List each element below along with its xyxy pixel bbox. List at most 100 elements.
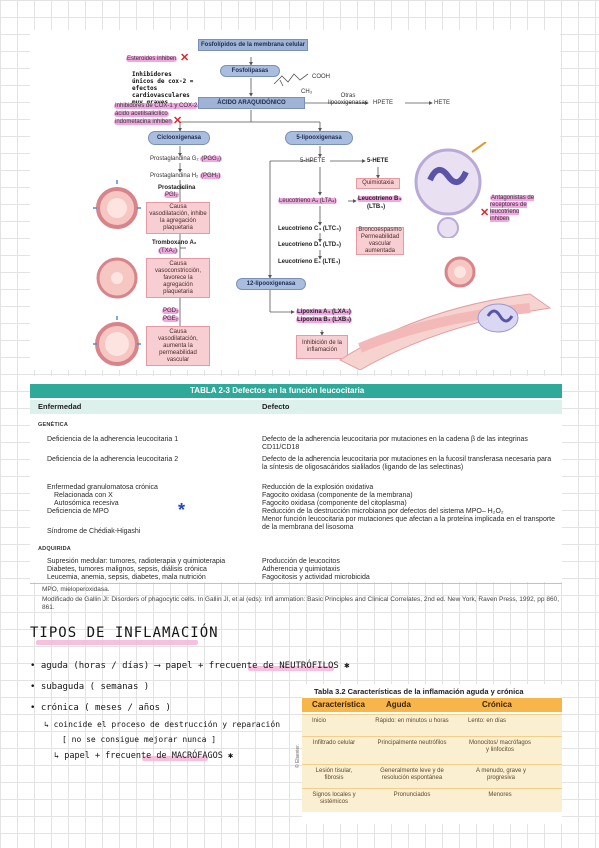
aspirin-label: ácido acetilsalicílico <box>114 111 169 117</box>
table-row: Deficiencia de la adherencia leucocitari… <box>47 436 179 443</box>
table-row: Deficiencia de MPO <box>47 508 109 515</box>
pgg2-label: Prostaglandina G₂ (PGG₂) <box>150 156 223 162</box>
ltc4-label: Leucotrieno C₄ (LTC₄) <box>278 226 341 232</box>
table-row: Autosómica recesiva <box>54 500 119 507</box>
neutrofilos-highlight <box>248 666 334 671</box>
pgd2-label: PGD₂ <box>162 308 180 314</box>
table-2-3-column-header: Enfermedad Defecto <box>30 400 562 414</box>
phospholipases-oval: Fosfolipasas <box>220 65 280 77</box>
hpete-top-label: HPETE <box>373 100 394 106</box>
table-cell: Reducción de la destrucción microbiana p… <box>262 508 504 515</box>
table-cell: Lesión tisular, fibrosis <box>315 768 353 781</box>
ltb4-label: Leucotrieno B₄ <box>357 196 403 202</box>
cyclooxygenase-oval: Ciclooxigenasa <box>148 131 210 145</box>
table-3-2-header: Característica Aguda Crónica <box>302 698 562 712</box>
bronchospasm-box: Broncoespasmo Permeabilidad vascular aum… <box>356 227 404 255</box>
title-highlight <box>36 640 198 645</box>
leukotriene-antagonists-label: Antagonistas de receptores de leucotrien… <box>490 195 535 222</box>
table-cell: Inicio <box>312 718 327 724</box>
5-hete-label: 5-HETE <box>367 158 389 164</box>
table-row: Síndrome de Chédiak-Higashi <box>47 528 141 535</box>
handwritten-title: TIPOS DE INFLAMACIÓN <box>30 625 219 641</box>
steroids-label: Esteroides inhiben <box>126 56 178 62</box>
table-cell: Fagocito oxidasa (componente de la membr… <box>262 492 413 499</box>
inflammation-inhibition-box: Inhibición de la inflamación <box>296 335 348 359</box>
star-icon: * <box>178 500 186 520</box>
platelet-illustration <box>444 256 476 288</box>
table-cell: Fagocitosis y actividad microbicida <box>262 574 370 581</box>
section-adquirida: ADQUIRIDA <box>38 546 71 552</box>
note-chronic-detail: ↳ coincide el proceso de destrucción y r… <box>44 720 281 729</box>
5-hpete-label: 5-HPETE <box>300 158 326 164</box>
note-subacute: • subaguda ( semanas ) <box>30 682 150 692</box>
thromboxane-label: Tromboxano A₂ <box>152 240 197 246</box>
hete-top-label: HETE <box>434 100 451 106</box>
table-cell: Menores <box>488 792 512 798</box>
section-genetica: GENÉTICA <box>38 422 69 428</box>
note-chronic: • crónica ( meses / años ) <box>30 703 171 713</box>
table-cell: Producción de leucocitos <box>262 558 340 565</box>
handwritten-cox2-note: Inhibidores únicos de cox-2 = efectos ca… <box>132 71 194 106</box>
membrane-phospholipids-bar: Fosfolípidos de la membrana celular <box>198 39 308 51</box>
ltd4-label: Leucotrieno D₄ (LTD₄) <box>278 242 341 248</box>
table-2-3-bottom-rule <box>30 583 562 584</box>
table-3-2-inflammation: Tabla 3.2 Características de la inflamac… <box>295 684 562 824</box>
elsevier-copyright: © Elsevier. <box>295 744 301 768</box>
table-cell: Monocitos/ macrófagos y linfocitos <box>468 740 532 753</box>
table-cell: Signos locales y sistémicos <box>312 792 356 805</box>
pgi2-label: PGI₂ <box>164 192 179 198</box>
vasodilation-box-2: Causa vasodilatación, aumenta la permeab… <box>146 326 210 366</box>
ch3-label: CH₃ <box>301 89 313 95</box>
table-cell: Principalmente neutrófilos <box>377 740 447 746</box>
table-2-3-footnote: MPO, mieloperoxidasa. <box>42 586 110 593</box>
table-2-3-leukocyte-defects: TABLA 2-3 Defectos en la función leucoci… <box>30 376 562 582</box>
12-lipoxygenase-oval: 12-lipooxigenasa <box>236 278 306 290</box>
table-cell: Menor función leucocitaria por mutacione… <box>262 516 556 532</box>
table-cell: Defecto de la adherencia leucocitaria po… <box>262 436 528 452</box>
cox-inhibitors-label: Inhibidores de COX-1 y COX-2 <box>114 103 199 109</box>
vessel-illustrations <box>93 180 141 366</box>
column-enfermedad: Enfermedad <box>38 402 82 411</box>
table-row: Inicio Rápido: en minutos u horas Lento:… <box>302 714 562 736</box>
macrofagos-highlight <box>142 756 208 761</box>
prostacyclin-label: Prostaciclina <box>158 185 196 191</box>
lta4-label: Leucotrieno A₄ (LTA₄) <box>278 198 338 204</box>
table-row: Diabetes, tumores malignos, sepsis, diál… <box>47 566 207 573</box>
lte4-label: Leucotrieno E₄ (LTE₄) <box>278 259 341 265</box>
arachidonic-acid-pathway-diagram: Fosfolípidos de la membrana celular Este… <box>30 30 560 370</box>
pge2-label: PGE₂ <box>162 316 179 322</box>
vessel-wall-illustration <box>338 293 552 370</box>
table-2-3-title: TABLA 2-3 Defectos en la función leucoci… <box>30 384 562 398</box>
table-cell: Pronunciados <box>393 792 431 798</box>
cooh-label: COOH <box>312 74 330 80</box>
table-cell: Adherencia y quimiotaxis <box>262 566 340 573</box>
lxb4-label: Lipoxina B₄ (LXB₄) <box>296 317 353 323</box>
table-cell: Defecto de la adherencia leucocitaria po… <box>262 456 552 472</box>
vasoconstriction-box: Causa vasoconstricción, favorece la agre… <box>146 258 210 298</box>
table-cell: Reducción de la explosión oxidativa <box>262 484 374 491</box>
table-2-3-source: Modificado de Gallin JI: Disorders of ph… <box>42 596 559 611</box>
inhibit-x-icon: ✕ <box>480 207 490 219</box>
chemotaxis-box: Quimiotaxia <box>356 178 400 189</box>
table-row: Deficiencia de la adherencia leucocitari… <box>47 456 179 463</box>
table-cell: Generalmente leve y de resolución espont… <box>380 768 444 781</box>
table-row: Relacionada con X <box>54 492 113 499</box>
table-cell: Lento: en días <box>468 718 507 724</box>
inhibit-x-icon: ✕ <box>173 115 183 127</box>
header-caracteristica: Característica <box>312 700 365 709</box>
table-row: Supresión medular: tumores, radioterapia… <box>47 558 226 565</box>
other-lipoxygenases-label: Otras lipooxigenasas <box>328 93 368 106</box>
table-cell: Fagocito oxidasa (componente del citopla… <box>262 500 407 507</box>
table-row: Enfermedad granulomatosa crónica <box>47 484 158 491</box>
table-cell: Rápido: en minutos u horas <box>375 718 449 724</box>
txa2-label: (TXA₂) <box>158 248 178 254</box>
note-chronic-bracket: [ no se consigue mejorar nunca ] <box>62 735 217 744</box>
arachidonic-acid-bar: ÁCIDO ARAQUIDÓNICO <box>198 97 305 109</box>
table-row: Leucemia, anemia, sepsis, diabetes, mala… <box>47 574 206 581</box>
pgh2-label: Prostaglandina H₂ (PGH₂) <box>150 173 222 179</box>
inhibit-x-icon: ✕ <box>180 52 190 64</box>
indomethacin-label: indometacina inhiben <box>114 119 173 125</box>
column-defecto: Defecto <box>262 402 290 411</box>
note-acute: • aguda (horas / días) ⟶ papel + frecuen… <box>30 661 350 671</box>
note-macrophages: ↳ papel + frecuente de MACRÓFAGOS ✱ <box>54 751 234 761</box>
